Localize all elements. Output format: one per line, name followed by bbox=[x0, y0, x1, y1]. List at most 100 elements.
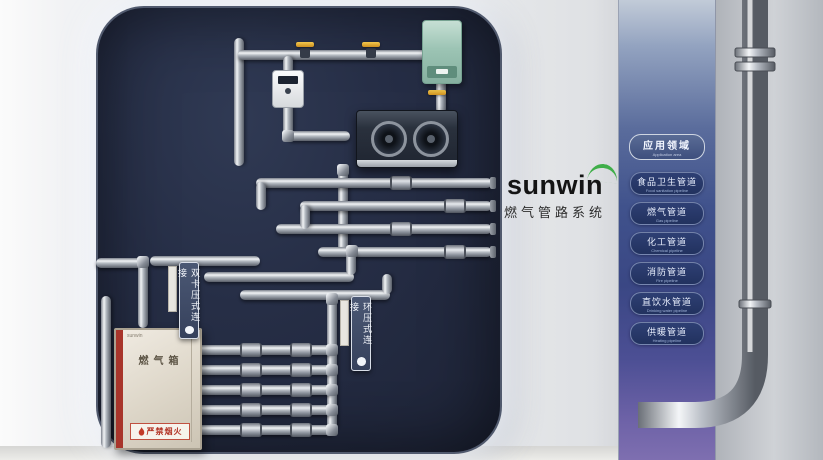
pipe-elbow bbox=[326, 384, 338, 396]
pipe-elbow bbox=[282, 130, 294, 142]
pipe-segment bbox=[240, 290, 390, 300]
pipe-coupling bbox=[390, 176, 412, 190]
pipe-segment bbox=[318, 247, 492, 257]
pipe-segment bbox=[194, 365, 334, 375]
item-sublabel: Gas pipeline bbox=[655, 217, 679, 223]
flame-icon bbox=[138, 427, 144, 436]
gas-valve bbox=[300, 48, 310, 58]
pipe-coupling bbox=[390, 222, 412, 236]
stove-burner bbox=[371, 121, 407, 157]
header-sublabel: Application area bbox=[652, 152, 682, 157]
pipe-segment bbox=[283, 104, 293, 136]
gas-stove bbox=[356, 110, 458, 168]
pipe-coupling bbox=[290, 403, 312, 417]
pipe-segment bbox=[300, 201, 492, 211]
item-label: 食品卫生管道 bbox=[636, 176, 697, 187]
pipe-segment bbox=[138, 262, 148, 328]
pipe-segment bbox=[204, 272, 354, 282]
pipe-coupling bbox=[444, 199, 466, 213]
sign-text: 双卡压式连接 bbox=[177, 268, 200, 323]
meter-dial bbox=[285, 88, 291, 94]
header-label: 应用领域 bbox=[643, 141, 691, 152]
pipe-coupling bbox=[290, 343, 312, 357]
pipe-segment bbox=[256, 182, 266, 210]
sign-ring-press: 环压式连接 bbox=[349, 296, 372, 371]
right-wall bbox=[714, 0, 823, 460]
pipe-elbow bbox=[326, 344, 338, 356]
burner-cap bbox=[385, 135, 393, 143]
meter-display bbox=[278, 76, 298, 84]
gas-valve-icon bbox=[362, 42, 380, 47]
brand-logo: sunwin 燃气管路系统 bbox=[494, 162, 619, 221]
gas-cabinet: sunwin 燃气箱 严禁烟火 bbox=[114, 328, 202, 450]
application-item-chemical: 化工管道 Chemical pipeline bbox=[630, 232, 704, 255]
pipe-segment bbox=[346, 251, 356, 275]
water-heater bbox=[422, 20, 462, 84]
application-item-fire: 消防管道 Fire pipeline bbox=[630, 262, 704, 285]
application-panel-header: 应用领域 Application area bbox=[629, 134, 705, 160]
pipe-elbow bbox=[346, 245, 358, 257]
pipe-elbow bbox=[326, 293, 338, 305]
pipe-coupling bbox=[240, 363, 262, 377]
warning-plaque: 严禁烟火 bbox=[130, 423, 190, 440]
pipe-segment bbox=[238, 50, 434, 60]
application-item-gas: 燃气管道 Gas pipeline bbox=[630, 202, 704, 225]
pipe-segment bbox=[96, 258, 148, 268]
cabinet-label: 燃气箱 bbox=[138, 356, 184, 367]
pipe-end-cap bbox=[490, 246, 496, 258]
item-sublabel: Fire pipeline bbox=[656, 277, 678, 283]
stove-front-edge bbox=[357, 160, 457, 167]
pipe-coupling bbox=[240, 383, 262, 397]
cabinet-red-stripe bbox=[116, 330, 123, 448]
gas-valve-icon bbox=[428, 90, 446, 95]
arrow-circle-icon bbox=[356, 357, 366, 366]
application-panel: 应用领域 Application area 食品卫生管道 Food sanita… bbox=[618, 0, 716, 460]
item-label: 供暖管道 bbox=[646, 326, 687, 337]
cabinet-brand: sunwin bbox=[127, 333, 143, 339]
pipe-segment bbox=[101, 296, 111, 448]
pipe-coupling bbox=[240, 423, 262, 437]
pipe-elbow bbox=[137, 256, 149, 268]
stove-burner bbox=[413, 121, 449, 157]
item-sublabel: Heating pipeline bbox=[652, 337, 682, 343]
item-sublabel: Drinking water pipeline bbox=[646, 307, 688, 313]
pipe-coupling bbox=[240, 403, 262, 417]
application-item-drinking-water: 直饮水管道 Drinking water pipeline bbox=[630, 292, 704, 315]
gas-valve bbox=[366, 48, 376, 58]
pipe-segment bbox=[283, 56, 293, 74]
label-tag bbox=[340, 300, 349, 346]
warning-text: 严禁烟火 bbox=[146, 427, 183, 436]
brand-name: sunwin bbox=[507, 170, 603, 200]
pipe-coupling bbox=[444, 245, 466, 259]
burner-cap bbox=[427, 135, 435, 143]
pipe-segment bbox=[150, 256, 260, 266]
heater-control-panel bbox=[427, 66, 457, 78]
item-sublabel: Food sanitation pipeline bbox=[645, 187, 689, 193]
label-tag bbox=[168, 266, 177, 312]
pipe-elbow bbox=[326, 364, 338, 376]
pipe-coupling bbox=[290, 423, 312, 437]
pipe-segment bbox=[436, 54, 446, 114]
application-item-food: 食品卫生管道 Food sanitation pipeline bbox=[630, 172, 704, 195]
arrow-circle-icon bbox=[184, 326, 194, 334]
cabinet-door-line bbox=[191, 336, 192, 442]
pipe-end-cap bbox=[490, 223, 496, 235]
pipe-coupling bbox=[240, 343, 262, 357]
pipe-segment bbox=[194, 345, 334, 355]
gas-meter bbox=[272, 70, 304, 108]
sign-text: 环压式连接 bbox=[349, 302, 372, 346]
item-label: 化工管道 bbox=[646, 236, 687, 247]
pipe-segment bbox=[382, 274, 392, 294]
pipe-segment bbox=[256, 178, 492, 188]
item-label: 消防管道 bbox=[646, 266, 687, 277]
pipe-segment bbox=[276, 224, 492, 234]
pipe-segment bbox=[288, 131, 350, 141]
pipe-elbow bbox=[326, 424, 338, 436]
chrome-pipe bbox=[638, 0, 776, 428]
pipe-segment bbox=[194, 405, 334, 415]
item-label: 直饮水管道 bbox=[641, 296, 692, 307]
gas-valve-icon bbox=[296, 42, 314, 47]
pipe-elbow bbox=[337, 164, 349, 176]
pipe-end-cap bbox=[490, 200, 496, 212]
pipe-segment bbox=[300, 205, 310, 229]
